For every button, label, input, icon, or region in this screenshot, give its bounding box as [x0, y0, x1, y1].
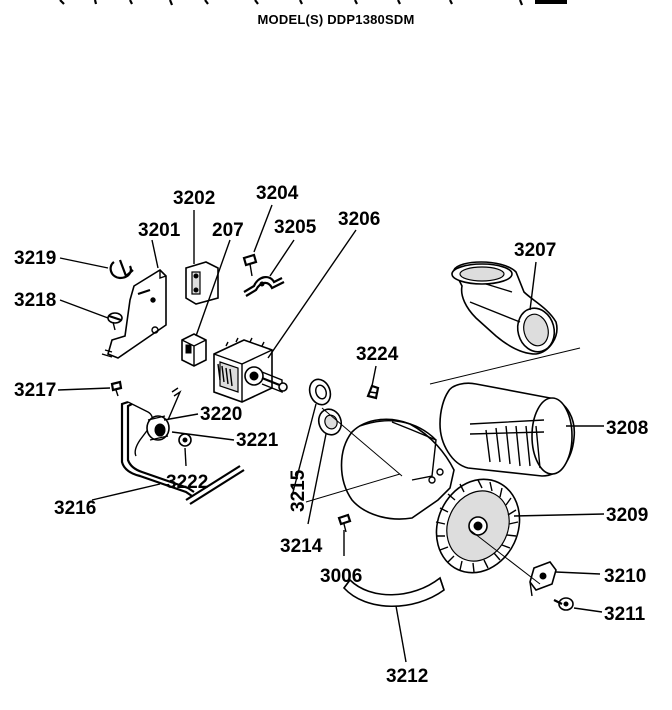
- part-3204-screw: [242, 253, 258, 277]
- callout-3219: 3219: [14, 248, 56, 269]
- callout-3216: 3216: [54, 498, 96, 519]
- callout-3212: 3212: [386, 666, 428, 687]
- part-207-switch: [181, 333, 207, 367]
- callout-207: 207: [212, 220, 244, 241]
- part-3219-clip: [109, 259, 134, 280]
- callout-3220: 3220: [200, 404, 242, 425]
- callout-leader-lines: [57, 204, 605, 663]
- callout-3214: 3214: [280, 536, 323, 557]
- callout-3215: 3215: [288, 469, 309, 512]
- callout-3209: 3209: [606, 505, 648, 526]
- part-3209-blower-wheel: [435, 478, 521, 574]
- part-3006-screw: [337, 513, 352, 533]
- part-3211-bolt: [553, 597, 574, 611]
- callout-3224: 3224: [356, 344, 399, 365]
- callout-3206: 3206: [338, 209, 380, 230]
- part-3212-lower-housing: [342, 576, 445, 607]
- part-3217-screw: [110, 380, 123, 397]
- part-3208-exhaust-duct: [439, 382, 576, 477]
- callout-3218: 3218: [14, 290, 56, 311]
- callout-3221: 3221: [236, 430, 279, 451]
- part-3221-pulley: [146, 415, 170, 441]
- part-3218-bolt: [107, 312, 123, 331]
- blower-housing: [340, 418, 455, 520]
- callout-3222: 3222: [166, 472, 208, 493]
- part-3206-motor: [213, 337, 288, 403]
- callout-3211: 3211: [604, 604, 646, 625]
- part-3220-idler-arm: [167, 387, 182, 421]
- part-3205-clamp: [243, 276, 285, 297]
- callout-3210: 3210: [604, 566, 646, 587]
- model-header: MODEL(S) DDP1380SDM: [257, 12, 415, 27]
- part-3201-bracket: [101, 268, 167, 359]
- callout-3208: 3208: [606, 418, 648, 439]
- callout-3202: 3202: [173, 188, 215, 209]
- part-3214-seal: [317, 408, 343, 436]
- callout-3201: 3201: [138, 220, 181, 241]
- part-3207-duct: [451, 261, 558, 355]
- part-3222-nut: [178, 433, 192, 447]
- callout-3205: 3205: [274, 217, 317, 238]
- callout-3207: 3207: [514, 240, 556, 261]
- assembly-dashed-lines: [305, 347, 581, 585]
- part-3210-bracket: [529, 561, 557, 597]
- callout-3204: 3204: [256, 183, 299, 204]
- callout-3217: 3217: [14, 380, 56, 401]
- callout-3006: 3006: [320, 566, 362, 587]
- part-3215-gasket: [308, 378, 332, 406]
- part-3202-plate: [185, 261, 219, 305]
- top-edge-artifacts: [59, 0, 567, 6]
- part-3224-clip: [366, 384, 380, 400]
